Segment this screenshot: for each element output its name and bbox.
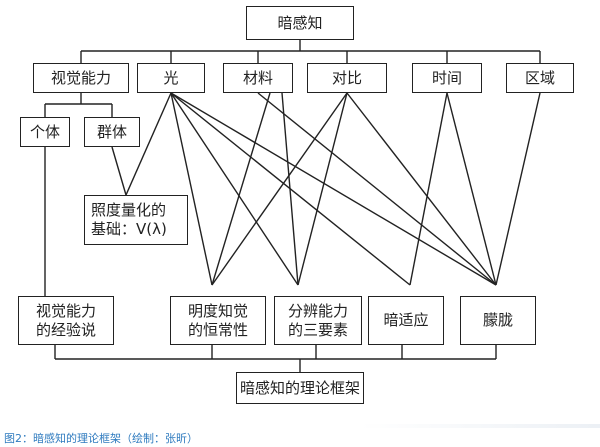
caption-divider	[0, 424, 600, 428]
node-resolution-factors: 分辨能力 的三要素	[274, 296, 362, 345]
node-visual-ability: 视觉能力	[33, 63, 129, 93]
node-region: 区域	[506, 63, 574, 93]
node-dark-adaptation: 暗适应	[368, 296, 444, 345]
node-individual: 个体	[20, 117, 70, 147]
connector-region-o4	[495, 92, 541, 286]
node-dark-perception: 暗感知	[246, 6, 354, 40]
node-theoretical-framework-label: 暗感知的理论框架	[239, 378, 360, 397]
node-group: 群体	[84, 117, 140, 147]
node-region-label: 区域	[524, 68, 555, 87]
node-illuminance-basis: 照度量化的 基础：V(λ)	[84, 195, 188, 245]
node-lightness-constancy-label: 明度知觉 的恒常性	[187, 301, 248, 339]
node-theoretical-framework: 暗感知的理论框架	[236, 372, 364, 404]
node-illuminance-basis-label: 照度量化的 基础：V(λ)	[91, 201, 167, 238]
connector-con-o4	[346, 92, 497, 286]
node-light: 光	[137, 63, 205, 93]
node-mesopic: 朦胧	[460, 296, 536, 345]
node-individual-label: 个体	[29, 122, 60, 141]
connector-light-o2	[170, 92, 299, 286]
node-material-label: 材料	[242, 68, 273, 87]
node-dark-perception-label: 暗感知	[277, 13, 323, 32]
connector-light-basis	[125, 92, 172, 196]
node-group-label: 群体	[96, 122, 127, 141]
node-contrast: 对比	[307, 63, 387, 93]
node-visual-ability-label: 视觉能力	[50, 68, 111, 87]
node-time-label: 时间	[431, 68, 462, 87]
node-time: 时间	[412, 63, 482, 93]
node-resolution-factors-label: 分辨能力 的三要素	[287, 301, 348, 339]
connector-con-o2	[297, 92, 348, 286]
node-visual-empirical-label: 视觉能力 的经验说	[35, 301, 96, 339]
connector-mat-o2	[281, 92, 299, 286]
connector-group-basis	[111, 146, 127, 196]
node-visual-empirical: 视觉能力 的经验说	[18, 296, 114, 345]
connector-time-o3	[409, 92, 448, 286]
connector-mat-o4	[257, 92, 497, 286]
node-dark-adaptation-label: 暗适应	[383, 311, 429, 330]
node-contrast-label: 对比	[331, 68, 362, 87]
connector-mat-o1	[211, 92, 271, 286]
node-lightness-constancy: 明度知觉 的恒常性	[170, 296, 266, 345]
node-light-label: 光	[163, 68, 179, 87]
figure-caption: 图2：暗感知的理论框架（绘制：张昕）	[4, 432, 198, 445]
connector-light-o4	[170, 92, 497, 286]
node-material: 材料	[223, 63, 293, 93]
node-mesopic-label: 朦胧	[482, 311, 513, 330]
connector-time-o4	[446, 92, 497, 286]
connector-con-o1	[211, 92, 348, 286]
connector-light-o1	[170, 92, 213, 286]
